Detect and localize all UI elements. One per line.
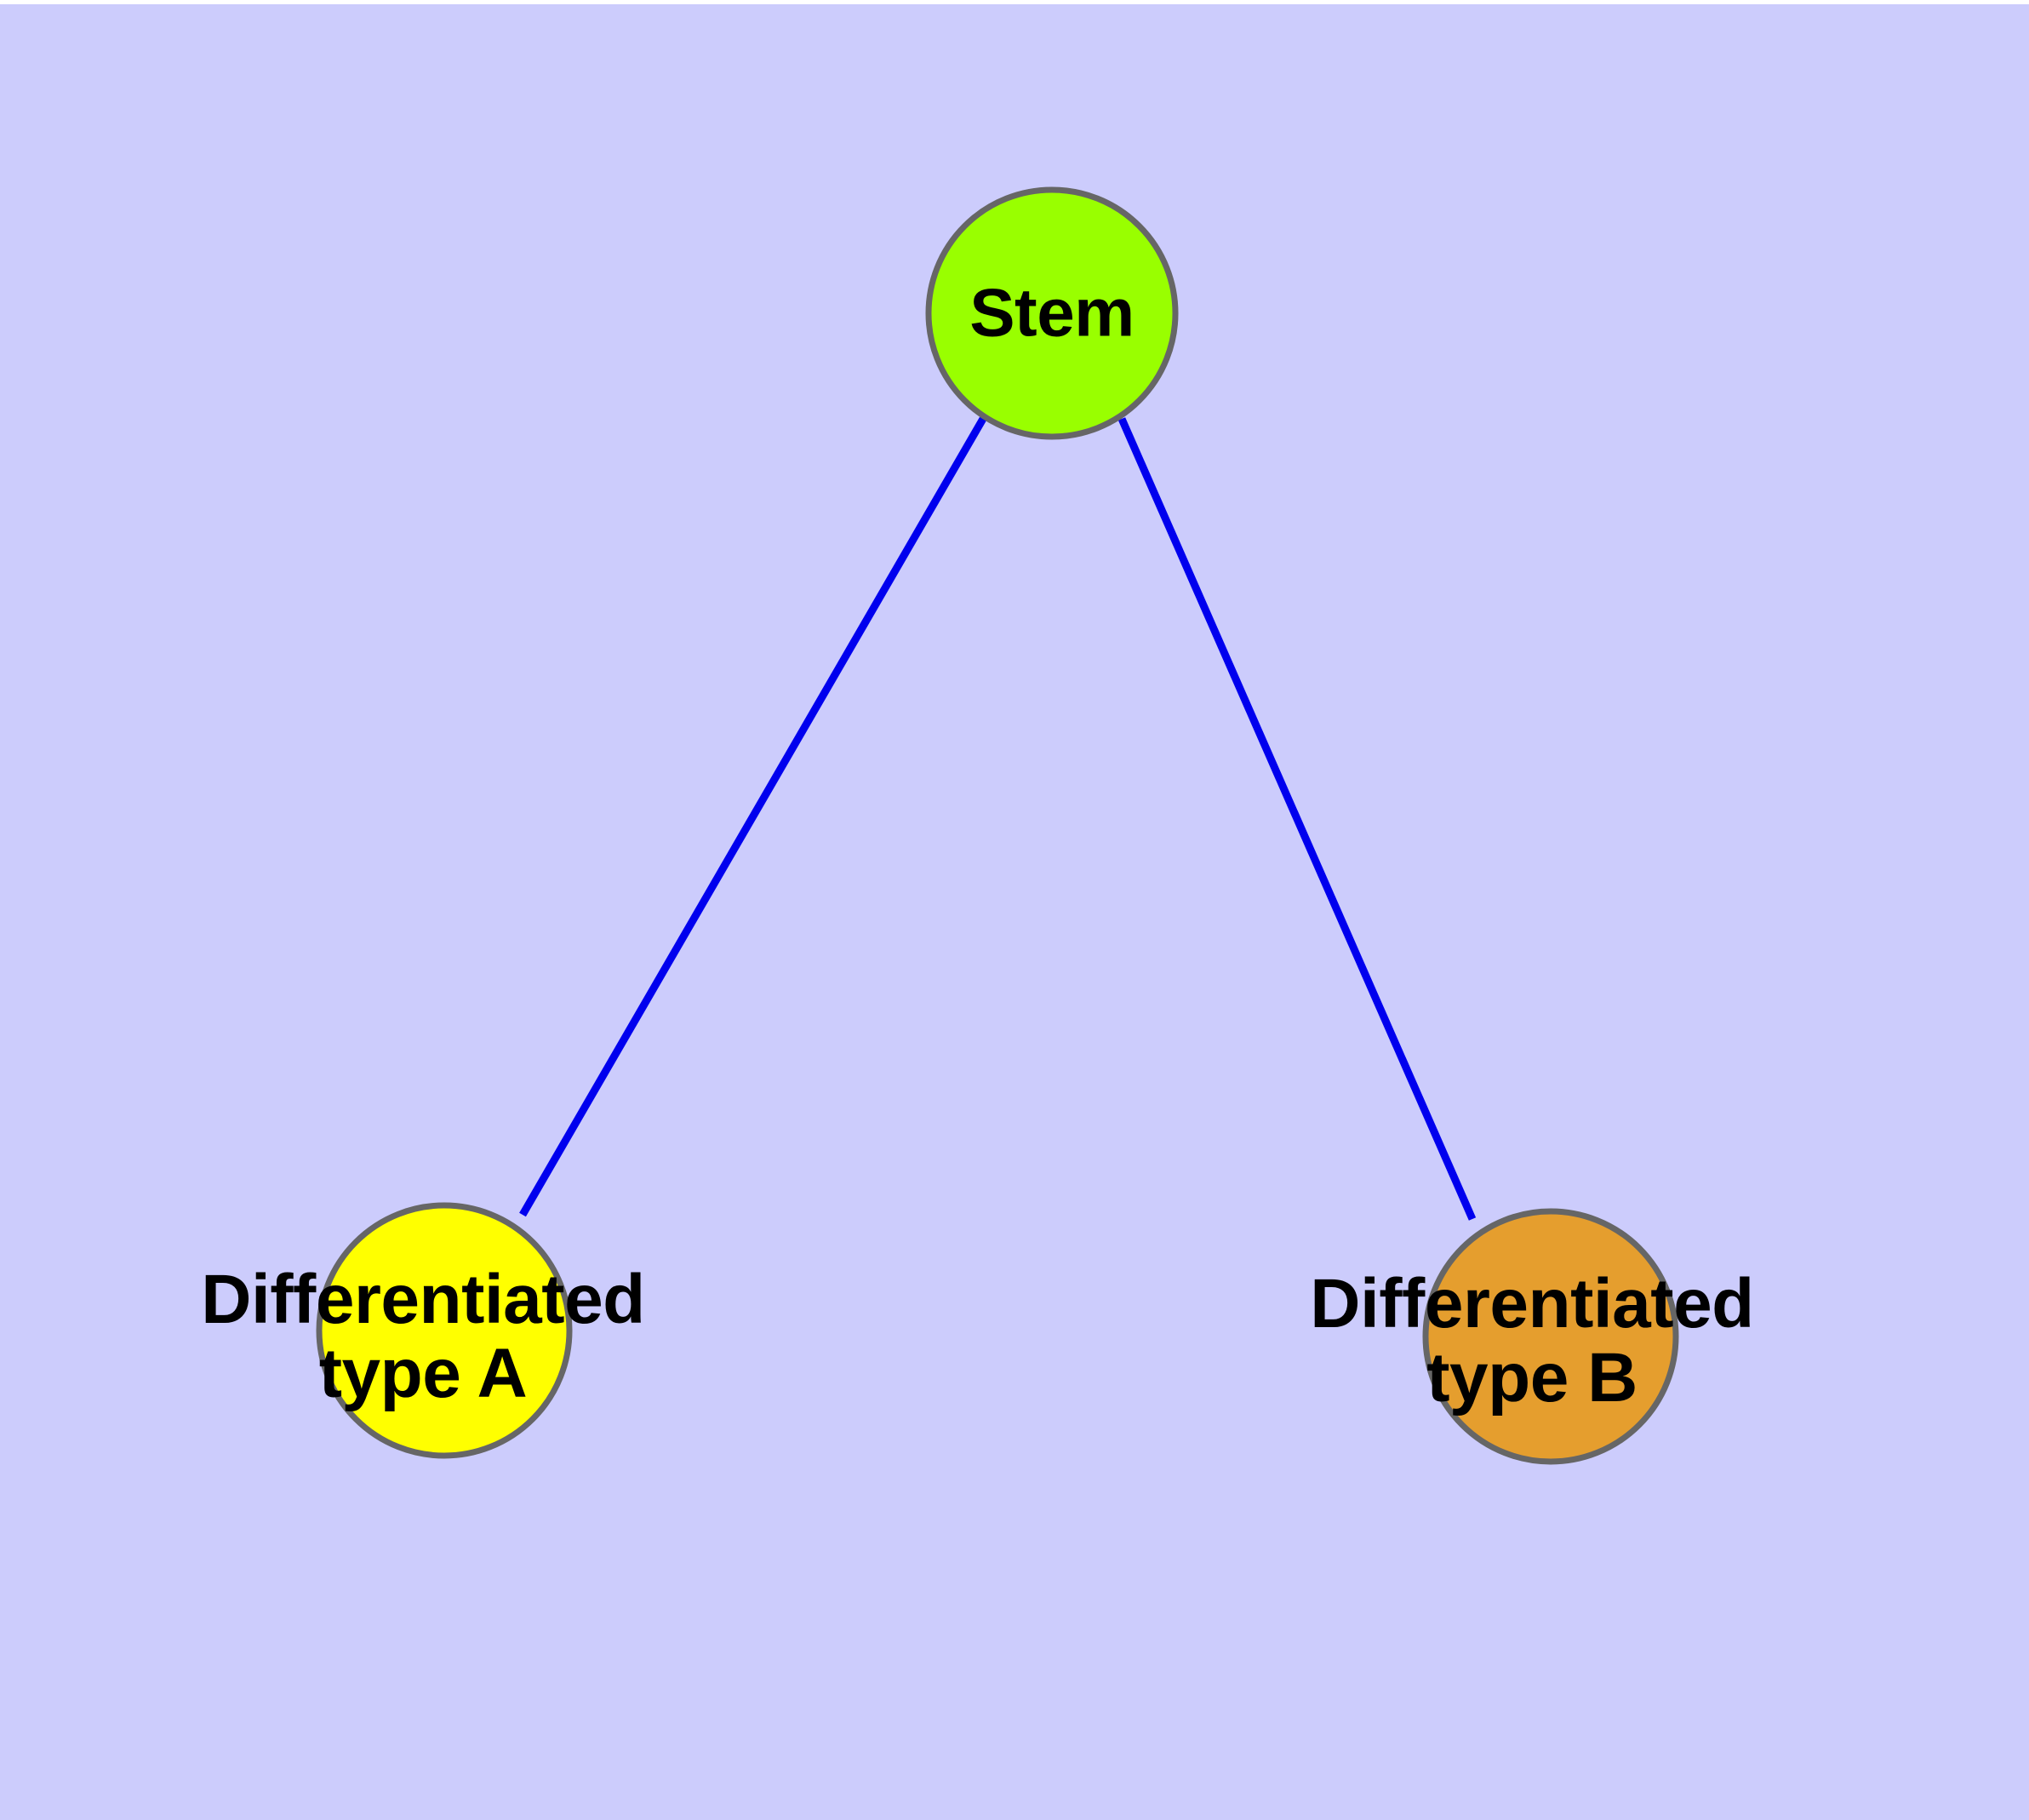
edge-stem-to-type-b[interactable] xyxy=(1117,417,1477,1221)
edge-stem-to-type-a[interactable] xyxy=(519,416,986,1217)
node-diff-type-a[interactable] xyxy=(316,1202,573,1459)
node-stem[interactable] xyxy=(925,186,1179,440)
node-diff-type-b[interactable] xyxy=(1422,1208,1679,1465)
